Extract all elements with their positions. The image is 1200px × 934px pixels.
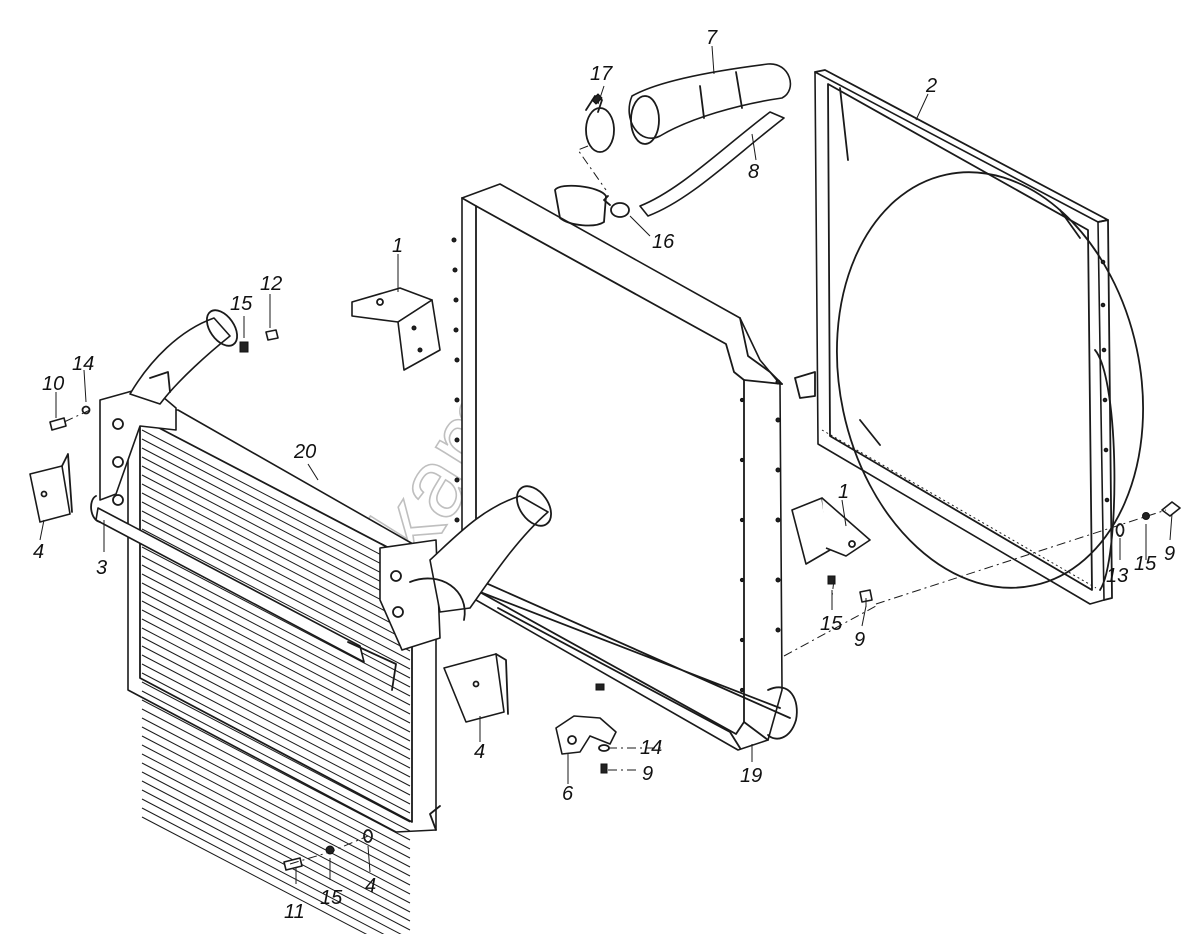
fin-line bbox=[141, 573, 411, 715]
bracket-4-left bbox=[29, 453, 73, 523]
fin-line bbox=[141, 627, 411, 769]
fin-line bbox=[141, 735, 411, 877]
callout-2: 2 bbox=[925, 75, 937, 97]
callout-4: 4 bbox=[365, 875, 376, 897]
callout-15: 15 bbox=[1134, 553, 1157, 575]
fin-line bbox=[141, 510, 411, 652]
callout-16: 16 bbox=[652, 231, 675, 253]
callout-14: 14 bbox=[640, 737, 662, 759]
fin-line bbox=[141, 762, 411, 904]
fin-line bbox=[141, 717, 411, 859]
callout-8: 8 bbox=[748, 161, 759, 183]
fin-line bbox=[141, 663, 411, 805]
fin-line bbox=[141, 447, 411, 589]
fin-line bbox=[141, 456, 411, 598]
small-hose bbox=[639, 111, 785, 217]
fin-line bbox=[141, 708, 411, 850]
clamp-17 bbox=[585, 93, 615, 153]
bracket-4-right bbox=[443, 653, 509, 723]
callout-9: 9 bbox=[1164, 543, 1175, 565]
callout-17: 17 bbox=[590, 63, 613, 85]
fin-line bbox=[141, 591, 411, 733]
callout-4: 4 bbox=[474, 741, 485, 763]
upper-hose bbox=[628, 63, 792, 145]
callout-11: 11 bbox=[284, 901, 305, 923]
fin-line bbox=[141, 753, 411, 895]
callout-12: 12 bbox=[260, 273, 282, 295]
fin-line bbox=[141, 438, 411, 580]
fin-line bbox=[141, 636, 411, 778]
callout-10: 10 bbox=[42, 373, 64, 395]
fan-shroud bbox=[794, 69, 1144, 605]
callout-labels: 1 1 2 3 4 4 4 6 7 8 9 9 9 10 11 12 13 14… bbox=[33, 27, 1175, 923]
fin-line bbox=[141, 528, 411, 670]
clamp-16 bbox=[603, 195, 630, 218]
fin-line bbox=[141, 771, 411, 913]
callout-1: 1 bbox=[838, 481, 849, 503]
callout-9: 9 bbox=[854, 629, 865, 651]
callout-9: 9 bbox=[642, 763, 653, 785]
bracket-1-upper bbox=[351, 287, 441, 371]
fin-line bbox=[141, 519, 411, 661]
callout-14: 14 bbox=[72, 353, 94, 375]
fin-line bbox=[141, 654, 411, 796]
fin-line bbox=[141, 609, 411, 751]
fin-line bbox=[141, 555, 411, 697]
fin-line bbox=[141, 483, 411, 625]
callout-20: 20 bbox=[293, 441, 316, 463]
fin-line bbox=[141, 501, 411, 643]
fin-line bbox=[141, 465, 411, 607]
fin-line bbox=[141, 798, 402, 934]
fin-line bbox=[141, 564, 411, 706]
cross-tube bbox=[90, 495, 397, 691]
fin-line bbox=[141, 492, 411, 634]
callout-15: 15 bbox=[820, 613, 843, 635]
fin-line bbox=[141, 726, 411, 868]
bracket-1-lower bbox=[791, 497, 871, 565]
fasteners bbox=[49, 329, 1181, 871]
callout-6: 6 bbox=[562, 783, 574, 805]
callout-4: 4 bbox=[33, 541, 44, 563]
cooler-fins bbox=[141, 429, 411, 934]
fin-line bbox=[141, 645, 411, 787]
radiator bbox=[451, 183, 798, 751]
leader-17 bbox=[577, 145, 607, 191]
fin-line bbox=[141, 474, 411, 616]
fin-line bbox=[141, 600, 411, 742]
callout-3: 3 bbox=[96, 557, 107, 579]
fin-line bbox=[141, 807, 385, 934]
callout-7: 7 bbox=[706, 27, 718, 49]
fin-line bbox=[141, 681, 411, 823]
bracket-6 bbox=[555, 683, 617, 755]
fin-line bbox=[141, 546, 411, 688]
callout-1: 1 bbox=[392, 235, 403, 257]
charge-air-cooler bbox=[99, 385, 441, 934]
fin-line bbox=[141, 429, 411, 571]
outlet-elbow-upper bbox=[129, 309, 239, 405]
callout-15: 15 bbox=[320, 887, 343, 909]
fin-line bbox=[141, 618, 411, 760]
fin-line bbox=[141, 699, 411, 841]
fin-line bbox=[141, 744, 411, 886]
leader-lines bbox=[39, 45, 1173, 884]
fin-line bbox=[141, 780, 411, 922]
inlet-elbow-lower bbox=[409, 485, 552, 621]
fin-line bbox=[141, 582, 411, 724]
fin-line bbox=[141, 672, 411, 814]
callout-19: 19 bbox=[740, 765, 762, 787]
callout-15: 15 bbox=[230, 293, 253, 315]
fin-line bbox=[141, 789, 411, 931]
callout-13: 13 bbox=[1106, 565, 1128, 587]
fin-line bbox=[141, 690, 411, 832]
